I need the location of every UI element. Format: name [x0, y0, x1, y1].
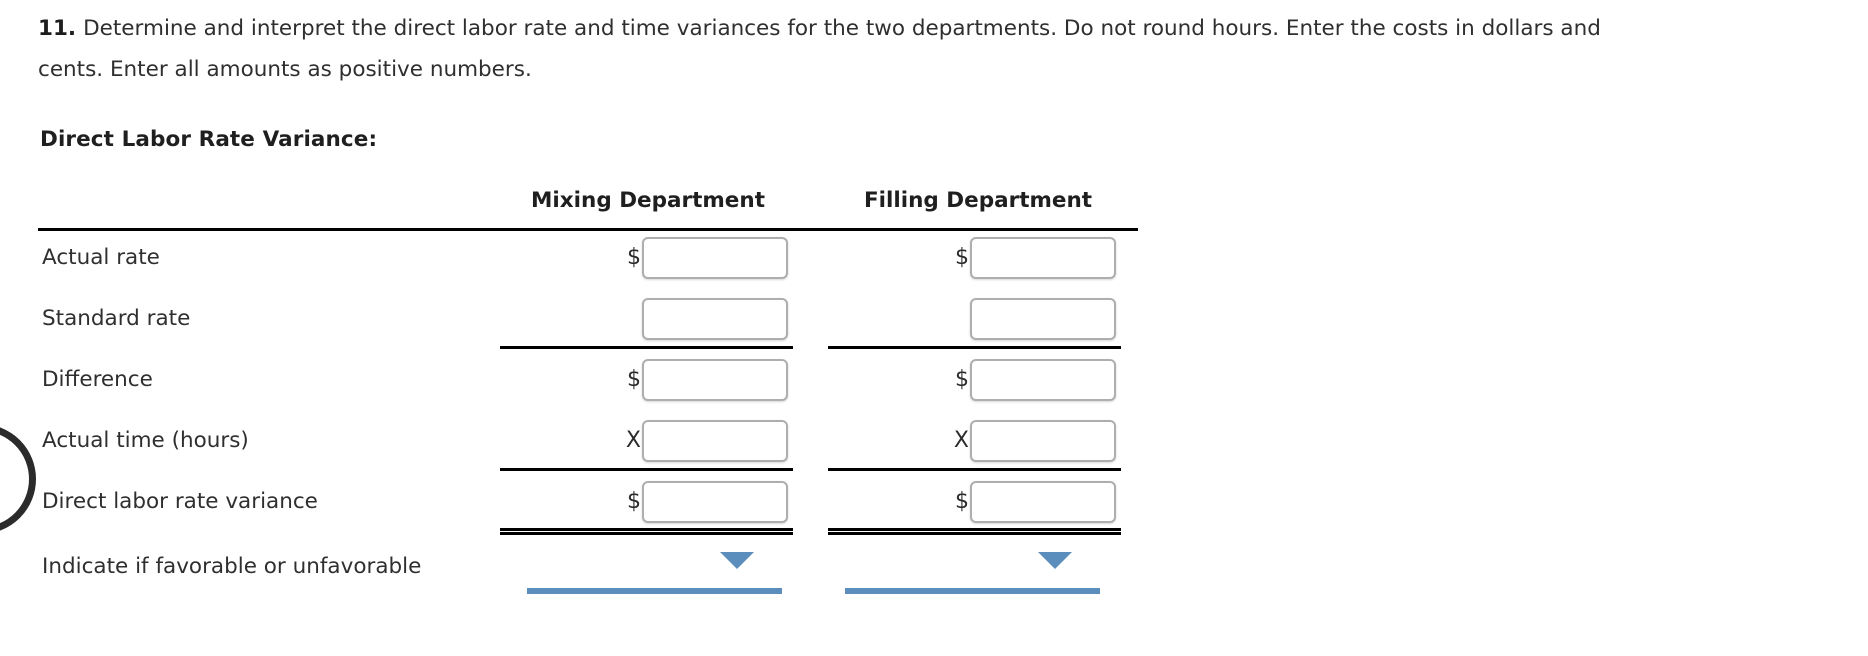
table-row-difference: Difference $ $: [0, 349, 1868, 410]
operator-glyph-dollar: $: [627, 245, 641, 270]
total-double-rule-mixing: [500, 528, 793, 535]
section-heading: Direct Labor Rate Variance:: [40, 127, 378, 152]
select-favorable-filling[interactable]: [845, 546, 1100, 596]
cell-difference-filling: $: [833, 357, 1116, 403]
operator-glyph-dollar: $: [627, 489, 641, 514]
input-difference-mixing[interactable]: [642, 359, 788, 401]
input-actual-rate-mixing[interactable]: [642, 237, 788, 279]
operator-glyph-dollar: $: [955, 367, 969, 392]
table-row-standard-rate: Standard rate: [0, 288, 1868, 349]
select-favorable-mixing[interactable]: [527, 546, 782, 596]
row-label-actual-time: Actual time (hours): [42, 428, 249, 453]
operator-glyph-dollar: $: [627, 367, 641, 392]
operator-glyph-multiply: X: [953, 428, 969, 453]
select-underline-filling: [845, 588, 1100, 594]
row-label-direct-labor-rate-variance: Direct labor rate variance: [42, 489, 318, 514]
subtotal-rule-mixing: [500, 468, 793, 471]
subtotal-rule-mixing: [500, 346, 793, 349]
table-header-row: Mixing Department Filling Department: [0, 175, 1868, 231]
total-double-rule-filling: [828, 528, 1121, 535]
subtotal-rule-filling: [828, 346, 1121, 349]
input-difference-filling[interactable]: [970, 359, 1116, 401]
cell-actual-rate-filling: $: [833, 235, 1116, 281]
question-block: 11.Determine and interpret the direct la…: [38, 8, 1838, 90]
header-bottom-rule: [38, 228, 1138, 231]
chevron-down-icon: [1038, 552, 1072, 569]
cell-actual-time-mixing: X: [505, 418, 788, 464]
operator-glyph-dollar: $: [955, 245, 969, 270]
cell-actual-time-filling: X: [833, 418, 1116, 464]
table-row-actual-rate: Actual rate $ $: [0, 227, 1868, 288]
chevron-down-icon: [720, 552, 754, 569]
cell-direct-labor-rate-variance-mixing: $: [505, 479, 788, 525]
select-underline-mixing: [527, 588, 782, 594]
input-actual-time-filling[interactable]: [970, 420, 1116, 462]
input-actual-time-mixing[interactable]: [642, 420, 788, 462]
row-label-standard-rate: Standard rate: [42, 306, 191, 331]
input-direct-labor-rate-variance-mixing[interactable]: [642, 481, 788, 523]
input-standard-rate-mixing[interactable]: [642, 298, 788, 340]
input-standard-rate-filling[interactable]: [970, 298, 1116, 340]
cell-direct-labor-rate-variance-filling: $: [833, 479, 1116, 525]
direct-labor-rate-variance-table: Mixing Department Filling Department Act…: [0, 175, 1868, 602]
input-actual-rate-filling[interactable]: [970, 237, 1116, 279]
subtotal-rule-filling: [828, 468, 1121, 471]
column-header-filling: Filling Department: [863, 188, 1093, 213]
question-number: 11.: [38, 16, 77, 41]
operator-glyph-multiply: X: [625, 428, 641, 453]
question-line-2: cents. Enter all amounts as positive num…: [38, 57, 532, 82]
row-label-actual-rate: Actual rate: [42, 245, 160, 270]
cell-standard-rate-filling: [833, 296, 1116, 342]
question-text-line-1: Determine and interpret the direct labor…: [83, 16, 1601, 41]
input-direct-labor-rate-variance-filling[interactable]: [970, 481, 1116, 523]
question-line-1: 11.Determine and interpret the direct la…: [38, 8, 1838, 49]
operator-glyph-dollar: $: [955, 489, 969, 514]
row-label-indicate-favorable: Indicate if favorable or unfavorable: [42, 554, 422, 579]
table-row-actual-time: Actual time (hours) X X: [0, 410, 1868, 471]
row-label-difference: Difference: [42, 367, 153, 392]
cell-standard-rate-mixing: [505, 296, 788, 342]
table-row-direct-labor-rate-variance: Direct labor rate variance $ $: [0, 471, 1868, 535]
cell-difference-mixing: $: [505, 357, 788, 403]
column-header-mixing: Mixing Department: [531, 188, 765, 213]
cell-actual-rate-mixing: $: [505, 235, 788, 281]
table-row-indicate-favorable: Indicate if favorable or unfavorable: [0, 532, 1868, 602]
